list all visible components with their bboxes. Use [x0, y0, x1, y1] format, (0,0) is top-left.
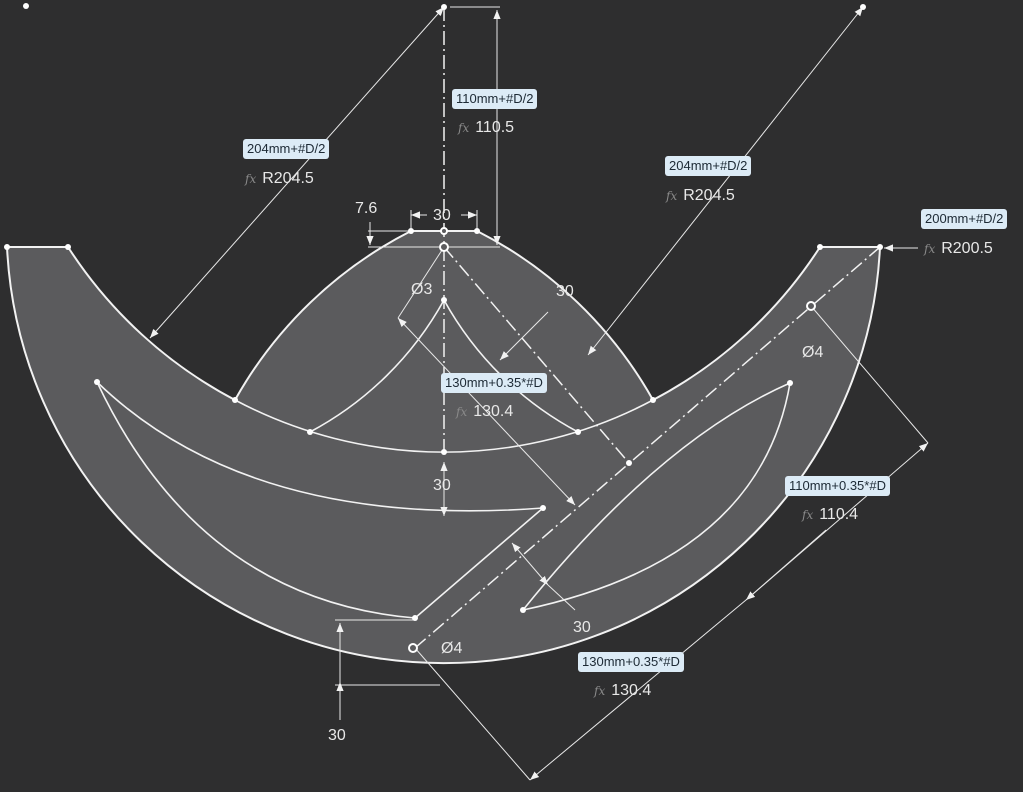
hole-right[interactable]: [806, 301, 816, 311]
offset-dimension[interactable]: 7.6: [355, 200, 378, 217]
right-length-expression[interactable]: 110mm+0.35*#D: [785, 476, 890, 496]
right-slot-lower[interactable]: [522, 382, 791, 611]
top-width-dimension[interactable]: 30: [433, 207, 451, 224]
center-gap-dimension[interactable]: 30: [433, 477, 451, 494]
left-radius-expression[interactable]: 204mm+#D/2: [243, 139, 330, 159]
hole-center[interactable]: [439, 242, 449, 252]
left-slot-lower[interactable]: [96, 381, 416, 619]
fx-icon: fx: [458, 121, 470, 135]
hole-bottom[interactable]: [408, 643, 418, 653]
fx-icon: fx: [802, 508, 814, 522]
hole-center-dimension[interactable]: Ø3: [411, 281, 433, 298]
fx-icon: fx: [924, 242, 936, 256]
fx-icon: fx: [456, 405, 468, 419]
hole-right-dimension[interactable]: Ø4: [802, 344, 824, 361]
center-length-expression[interactable]: 130mm+0.35*#D: [441, 373, 547, 393]
fx-icon: fx: [245, 172, 257, 186]
top-height-expression[interactable]: 110mm+#D/2: [452, 89, 538, 109]
left-slot-end[interactable]: [414, 507, 544, 619]
fx-icon: fx: [594, 684, 606, 698]
bottom-offset-dimension[interactable]: 30: [328, 727, 346, 744]
bottom-length-expression[interactable]: 130mm+0.35*#D: [578, 652, 684, 672]
wedge-width-dimension[interactable]: 30: [556, 283, 574, 300]
slot-width-dimension[interactable]: 30: [573, 619, 591, 636]
right-radius-expression[interactable]: 204mm+#D/2: [665, 156, 752, 176]
hole-bottom-dimension[interactable]: Ø4: [441, 640, 463, 657]
fx-icon: fx: [666, 189, 678, 203]
left-slot-upper[interactable]: [96, 381, 544, 512]
outer-radius-expression[interactable]: 200mm+#D/2: [921, 209, 1008, 229]
right-slot-upper[interactable]: [522, 382, 791, 611]
